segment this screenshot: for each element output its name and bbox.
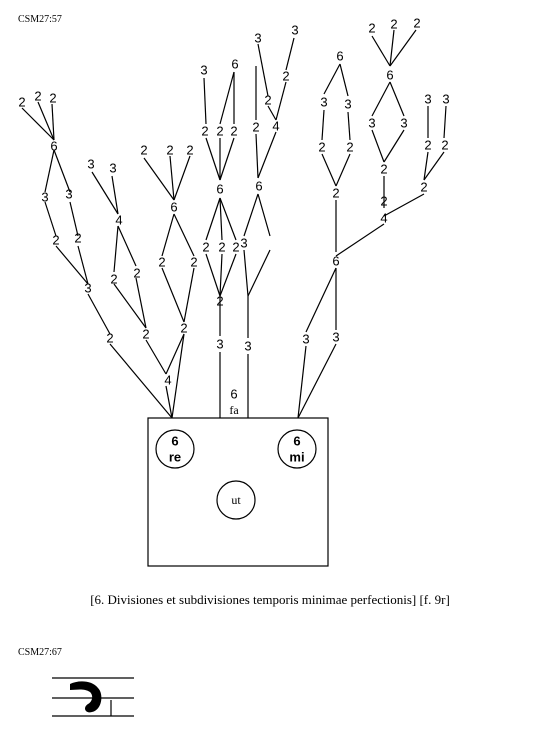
node: 2	[420, 180, 427, 195]
node: 2	[230, 124, 237, 139]
tree-lines	[21, 29, 447, 567]
node: 2	[252, 120, 259, 135]
node: 6	[255, 179, 262, 194]
neume-glyph	[70, 681, 102, 713]
page-reference-top: CSM27:57	[18, 14, 62, 25]
node: 3	[344, 97, 351, 112]
node: 6	[386, 68, 393, 83]
node: 2	[18, 95, 25, 110]
node: 2	[390, 17, 397, 32]
node: 4	[164, 373, 171, 388]
node: 2	[186, 143, 193, 158]
node: 3	[87, 157, 94, 172]
node: 3	[291, 23, 298, 38]
fa-syllable: fa	[229, 403, 239, 417]
node: 3	[216, 337, 223, 352]
node: 2	[346, 140, 353, 155]
ut-circle	[216, 480, 256, 520]
figure-caption: [6. Divisiones et subdivisiones temporis…	[90, 592, 450, 607]
re-circle	[155, 429, 195, 469]
node: 2	[110, 272, 117, 287]
mi-syllable: mi	[289, 450, 304, 465]
re-number: 6	[171, 434, 178, 449]
node: 2	[232, 240, 239, 255]
node: 2	[34, 89, 41, 104]
node: 2	[413, 16, 420, 31]
node: 3	[244, 339, 251, 354]
node: 2	[158, 255, 165, 270]
node: 2	[106, 331, 113, 346]
node: 3	[41, 190, 48, 205]
node: 2	[216, 294, 223, 309]
node: 2	[166, 143, 173, 158]
neume-notation-image	[52, 677, 134, 717]
node: 6	[216, 182, 223, 197]
node: 2	[264, 93, 271, 108]
re-syllable: re	[169, 450, 181, 465]
node: 2	[424, 138, 431, 153]
node: 2	[180, 321, 187, 336]
ut-syllable: ut	[231, 493, 241, 507]
node: 3	[200, 63, 207, 78]
node: 6	[336, 49, 343, 64]
node: 2	[49, 91, 56, 106]
node: 2	[74, 231, 81, 246]
node: 2	[218, 240, 225, 255]
mi-circle	[277, 429, 317, 469]
node: 2	[380, 194, 387, 209]
node: 3	[442, 92, 449, 107]
hexachord-box	[147, 417, 329, 567]
node: 3	[65, 187, 72, 202]
node: 6	[50, 139, 57, 154]
node: 6	[332, 254, 339, 269]
node: 4	[272, 119, 279, 134]
node: 3	[424, 92, 431, 107]
node: 3	[302, 332, 309, 347]
node: 2	[201, 124, 208, 139]
node: 2	[332, 186, 339, 201]
node: 2	[202, 240, 209, 255]
page-reference-bottom: CSM27:67	[18, 647, 62, 658]
fa-number: 6	[230, 387, 237, 402]
division-tree-diagram: 2 2 2 6 3 3 2 2 3 2 3 3 4 2 2 2 2 4 2 2 …	[18, 16, 450, 567]
node: 6	[231, 57, 238, 72]
node: 4	[115, 213, 122, 228]
node: 2	[216, 124, 223, 139]
node: 4	[380, 211, 387, 226]
mi-number: 6	[293, 434, 300, 449]
tree-numbers: 2 2 2 6 3 3 2 2 3 2 3 3 4 2 2 2 2 4 2 2 …	[18, 16, 449, 508]
node: 2	[140, 143, 147, 158]
node: 2	[190, 255, 197, 270]
node: 2	[142, 327, 149, 342]
node: 2	[318, 140, 325, 155]
node: 3	[332, 330, 339, 345]
node: 3	[400, 116, 407, 131]
node: 3	[254, 31, 261, 46]
node: 3	[109, 161, 116, 176]
node: 3	[320, 95, 327, 110]
node: 2	[282, 69, 289, 84]
node: 2	[441, 138, 448, 153]
node: 3	[84, 281, 91, 296]
node: 2	[368, 21, 375, 36]
node: 6	[170, 200, 177, 215]
node: 2	[380, 162, 387, 177]
node: 2	[52, 233, 59, 248]
node: 3	[368, 116, 375, 131]
node: 3	[240, 236, 247, 251]
node: 2	[133, 266, 140, 281]
